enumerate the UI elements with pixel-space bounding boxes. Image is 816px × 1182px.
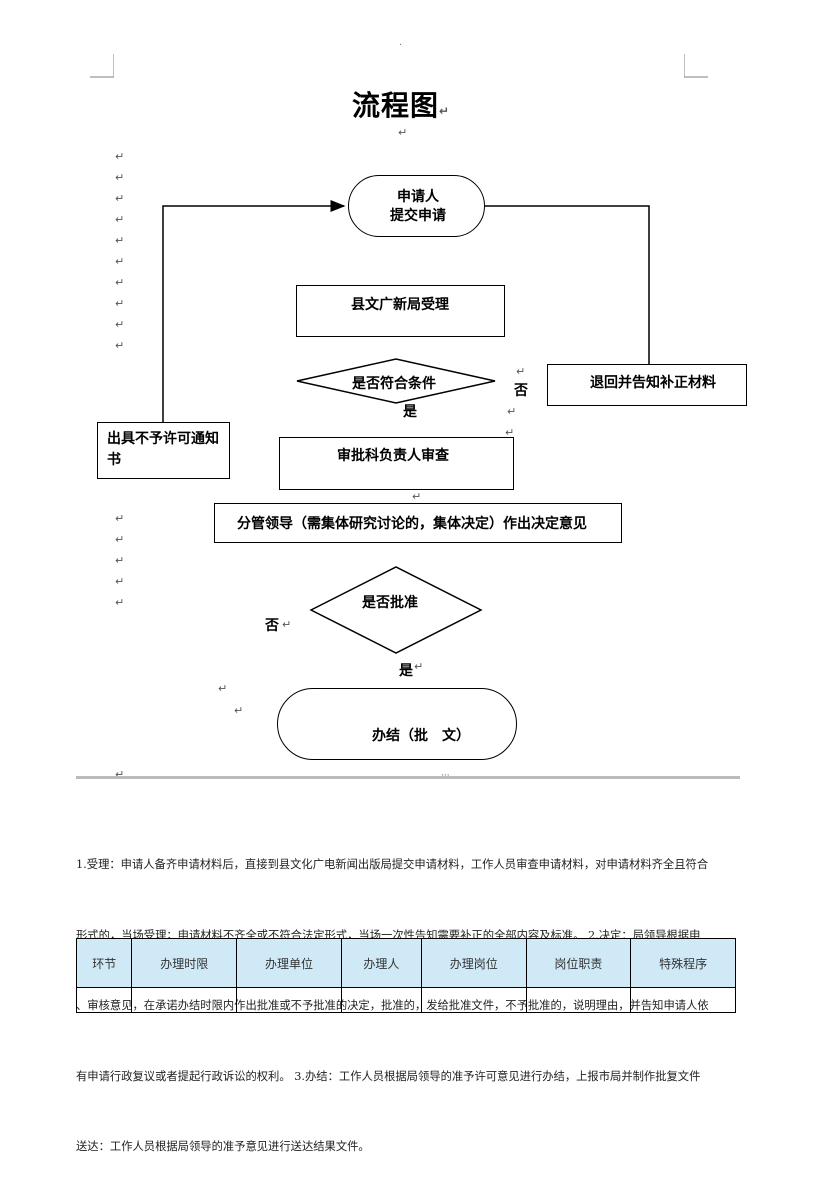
paragraph-mark-icon: ↵ — [115, 768, 125, 781]
paragraph-mark-icon: ↵ — [115, 575, 125, 588]
paragraph-mark-icon: ↵ — [115, 276, 125, 289]
page-title: 流程图↵ — [352, 89, 451, 122]
paragraph-mark-icon: ↵ — [115, 234, 125, 247]
condition-no-label: 否 — [514, 383, 528, 399]
paragraph-mark-icon: ↵ — [218, 682, 228, 695]
table-cell — [340, 987, 422, 1013]
flow-leader-node: 分管领导（需集体研究讨论的，集体决定）作出决定意见 — [214, 503, 622, 543]
table-cell — [630, 987, 736, 1013]
table-cell — [131, 987, 238, 1013]
condition-yes-label: 是 — [403, 404, 417, 420]
paragraph-mark-icon: ↵ — [115, 533, 125, 546]
description-line: 1.受理：申请人备齐申请材料后，直接到县文化广电新闻出版局提交申请材料，工作人员… — [76, 858, 709, 871]
paragraph-mark-icon: ↵ — [115, 339, 125, 352]
table-header-row: 环节 办理时限 办理单位 办理人 办理岗位 岗位职责 特殊程序 — [75, 938, 736, 988]
paragraph-mark-icon: ↵ — [516, 365, 526, 378]
paragraph-mark-icon: ↵ — [507, 405, 517, 418]
connector-reject-to-start — [162, 200, 346, 422]
approve-yes-label: 是 — [399, 663, 413, 679]
crop-mark-top-right — [684, 54, 708, 78]
table-header-cell: 办理人 — [340, 938, 422, 988]
diamond-approve — [309, 566, 483, 654]
paragraph-mark-icon: ↵ — [115, 596, 125, 609]
paragraph-mark-icon: ↵ — [115, 318, 125, 331]
connector-return-to-start — [462, 200, 650, 364]
flow-end-node: 办结（批 文） — [277, 688, 517, 760]
flow-start-node: 申请人提交申请 — [348, 175, 485, 237]
divider-dots: ··· — [441, 771, 450, 781]
paragraph-mark-icon: ↵ — [115, 213, 125, 226]
paragraph-mark-icon: ↵ — [398, 126, 408, 139]
flow-return-node: 退回并告知补正材料 — [547, 364, 747, 406]
page-divider — [76, 776, 740, 779]
paragraph-mark-icon: ↵ — [115, 297, 125, 310]
table-header-cell: 办理时限 — [131, 938, 238, 988]
paragraph-mark-icon: ↵ — [115, 512, 125, 525]
flow-accept-node: 县文广新局受理 — [296, 285, 505, 337]
paragraph-mark-icon: ↵ — [414, 660, 424, 673]
table-header-cell: 办理岗位 — [420, 938, 527, 988]
procedure-table: 环节 办理时限 办理单位 办理人 办理岗位 岗位职责 特殊程序 — [75, 938, 736, 1013]
paragraph-mark-icon: ↵ — [234, 704, 244, 717]
paragraph-mark-icon: ↵ — [115, 192, 125, 205]
paragraph-mark-icon: ↵ — [115, 255, 125, 268]
flow-reject-node: 出具不予许可通知书 — [97, 422, 230, 479]
table-header-cell: 特殊程序 — [630, 938, 736, 988]
table-header-cell: 办理单位 — [236, 938, 342, 988]
table-header-cell: 岗位职责 — [525, 938, 632, 988]
description-line: 有申请行政复议或者提起行政诉讼的权利。 3.办结：工作人员根据局领导的准予许可意… — [76, 1069, 701, 1083]
condition-label: 是否符合条件 — [352, 376, 436, 392]
table-row — [75, 987, 736, 1013]
table-cell — [420, 987, 527, 1013]
flow-review-node: 审批科负责人审查 — [279, 437, 514, 490]
table-cell — [525, 987, 632, 1013]
paragraph-mark-icon: ↵ — [115, 150, 125, 163]
flowchart-connectors — [162, 200, 650, 654]
description-line: 送达：工作人员根据局领导的准予意见进行送达结果文件。 — [76, 1140, 370, 1153]
table-header-cell: 环节 — [75, 938, 133, 988]
paragraph-mark-icon: ↵ — [412, 490, 422, 503]
paragraph-mark-icon: ↵ — [115, 554, 125, 567]
header-mark: · — [399, 40, 403, 51]
diamond-condition — [296, 358, 496, 404]
paragraph-mark-icon: ↵ — [505, 426, 515, 439]
paragraph-mark-icon: ↵ — [282, 618, 292, 631]
approve-no-label: 否 — [265, 618, 279, 634]
paragraph-mark-icon: ↵ — [115, 171, 125, 184]
crop-mark-top-left — [90, 54, 114, 78]
table-cell — [75, 987, 133, 1013]
approve-question-label: 是否批准 — [362, 595, 418, 611]
table-cell — [236, 987, 342, 1013]
